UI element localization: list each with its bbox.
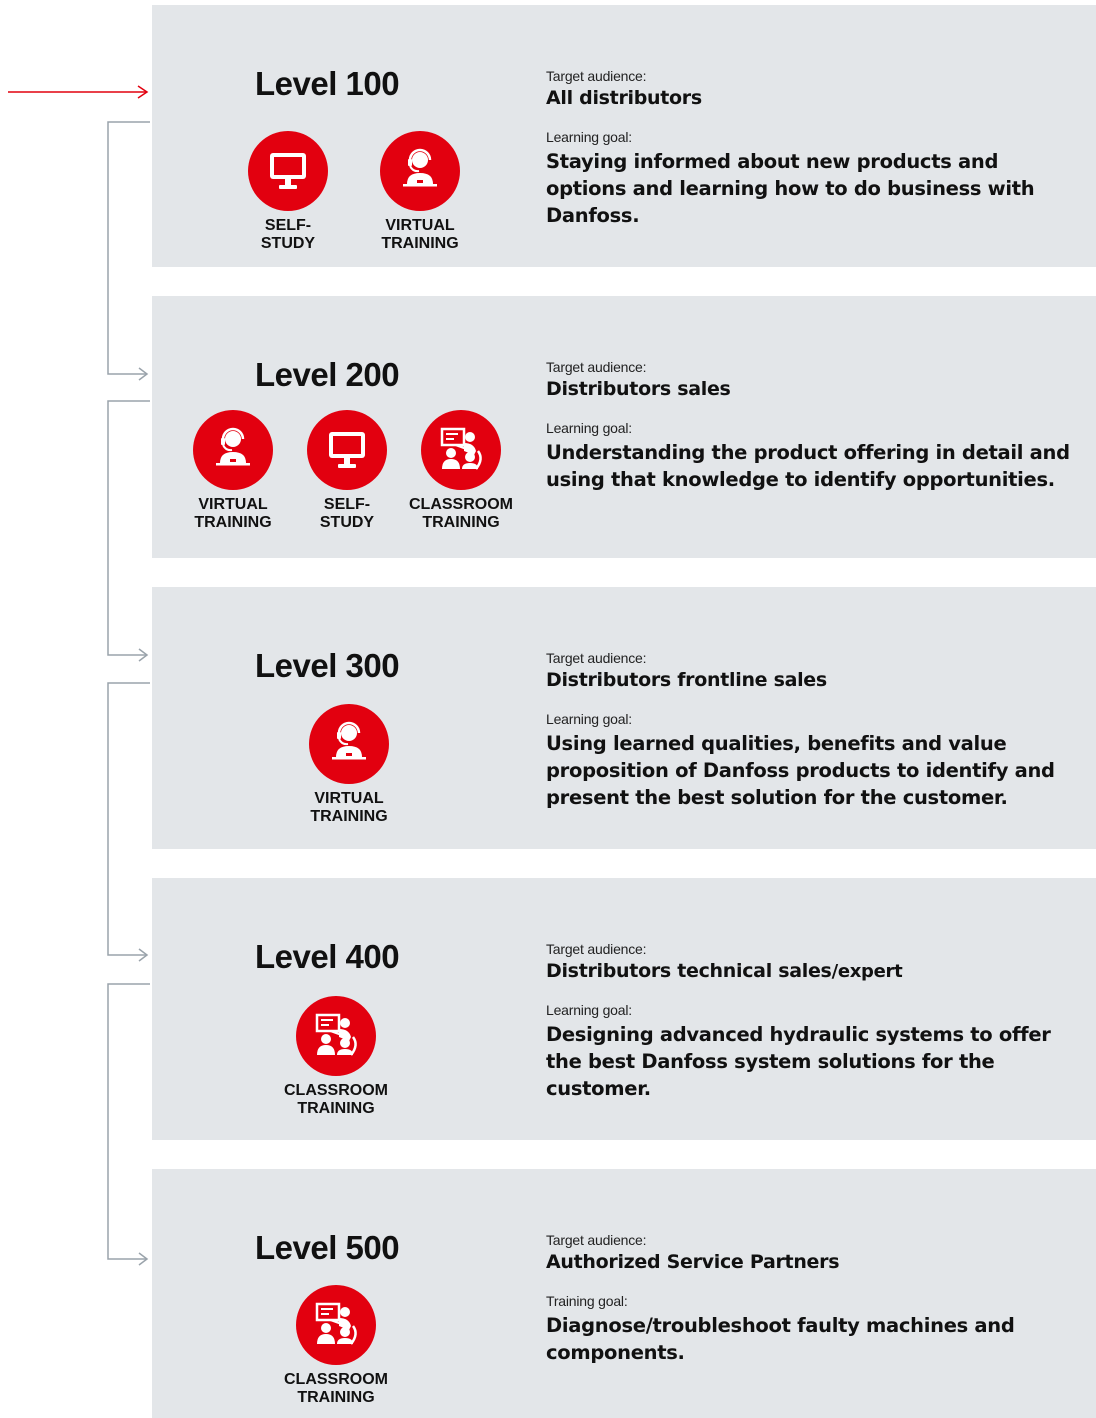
- badge-label-line1: VIRTUAL: [385, 217, 455, 234]
- goal-text: Using learned qualities, benefits and va…: [546, 732, 1055, 809]
- headset-icon: [309, 704, 389, 784]
- audience-value: Distributors frontline sales: [546, 669, 827, 691]
- connector-400-500: [107, 983, 150, 1260]
- level-title: Level 300: [255, 647, 400, 684]
- badge-label-line1: VIRTUAL: [198, 496, 268, 513]
- headset-icon: [193, 410, 273, 490]
- audience-label: Target audience:: [546, 1232, 647, 1248]
- badge-label-line1: VIRTUAL: [314, 790, 384, 807]
- badge-label-line1: CLASSROOM: [284, 1082, 388, 1099]
- headset-icon: [380, 131, 460, 211]
- goal-label: Learning goal:: [546, 1002, 632, 1018]
- badge-label-line2: TRAINING: [381, 235, 459, 252]
- badge-label-line2: TRAINING: [297, 1100, 375, 1117]
- arrow-head-200: [138, 367, 149, 381]
- connector-lines: [8, 85, 150, 1266]
- goal-text: Diagnose/troubleshoot faulty machines an…: [546, 1314, 1015, 1364]
- connector-100-200: [107, 121, 150, 375]
- audience-value: All distributors: [546, 87, 702, 109]
- classroom-icon: [296, 996, 376, 1076]
- level-info: Target audience: Distributors technical …: [546, 941, 1076, 1102]
- goal-label: Learning goal:: [546, 129, 632, 145]
- badge-label-line2: TRAINING: [194, 514, 272, 531]
- classroom-icon: [296, 1285, 376, 1365]
- badge-label-line2: STUDY: [319, 514, 375, 531]
- monitor-icon: [307, 410, 387, 490]
- entry-arrow-head: [137, 85, 149, 99]
- badge-label-line2: TRAINING: [297, 1389, 375, 1406]
- badge-label-line1: SELF-: [323, 496, 371, 513]
- badge-self-study: SELF-STUDY: [218, 131, 358, 253]
- goal-label: Training goal:: [546, 1293, 628, 1309]
- level-info: Target audience: Authorized Service Part…: [546, 1232, 1076, 1366]
- audience-label: Target audience:: [546, 941, 647, 957]
- audience-label: Target audience:: [546, 68, 647, 84]
- badge-label-line2: TRAINING: [422, 514, 500, 531]
- level-info: Target audience: All distributors Learni…: [546, 68, 1076, 229]
- level-title: Level 100: [255, 65, 400, 102]
- badge-label-line1: CLASSROOM: [409, 496, 513, 513]
- level-title: Level 200: [255, 356, 400, 393]
- goal-text: Understanding the product offering in de…: [546, 441, 1070, 491]
- badge-label-line1: CLASSROOM: [284, 1371, 388, 1388]
- goal-label: Learning goal:: [546, 420, 632, 436]
- badge-label-line1: SELF-: [264, 217, 312, 234]
- arrow-head-500: [138, 1252, 149, 1266]
- audience-extra: /expert: [831, 961, 903, 982]
- badge-label-line2: TRAINING: [310, 808, 388, 825]
- level-info: Target audience: Distributors frontline …: [546, 650, 1076, 811]
- audience-value: Authorized Service Partners: [546, 1251, 840, 1273]
- connector-300-400: [107, 682, 150, 956]
- goal-label: Learning goal:: [546, 711, 632, 727]
- audience-label: Target audience:: [546, 359, 647, 375]
- goal-text: Designing advanced hydraulic systems to …: [546, 1023, 1051, 1100]
- monitor-icon: [248, 131, 328, 211]
- audience-value: Distributors sales: [546, 378, 731, 400]
- audience-label: Target audience:: [546, 650, 647, 666]
- badge-self-study: SELF-STUDY: [277, 410, 417, 532]
- level-title: Level 500: [255, 1229, 400, 1266]
- connector-200-300: [107, 400, 150, 656]
- badge-label-line2: STUDY: [260, 235, 316, 252]
- arrow-head-400: [138, 948, 149, 962]
- level-title: Level 400: [255, 938, 400, 975]
- arrow-head-300: [138, 648, 149, 662]
- goal-text: Staying informed about new products and …: [546, 150, 1035, 227]
- level-info: Target audience: Distributors sales Lear…: [546, 359, 1076, 493]
- audience-value: Distributors technical sales: [546, 960, 832, 982]
- classroom-icon: [421, 410, 501, 490]
